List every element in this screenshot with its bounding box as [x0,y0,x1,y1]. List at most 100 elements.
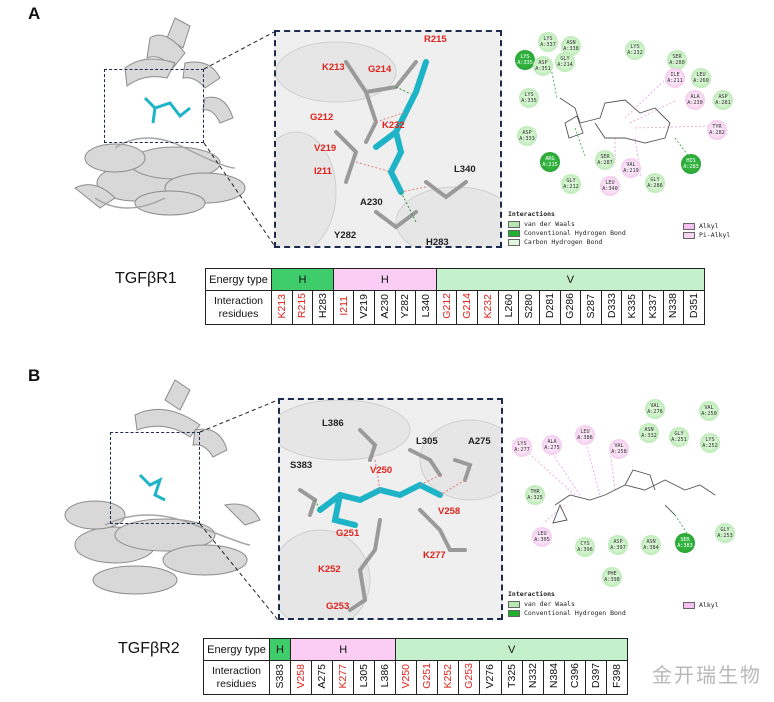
residue-cell: D397 [584,660,607,695]
residue-cell: K252 [437,660,460,695]
panel-b-label: B [28,366,41,385]
energy-type-header: Energy type [205,268,272,291]
legend-swatch [508,238,520,246]
residue-cell: G286 [559,290,582,325]
receptor-label-b: TGFβR2 [118,640,180,657]
residue-cell: V219 [353,290,376,325]
protein-structure-b [64,379,261,595]
residue-label: V219 [314,143,337,154]
ligand-structure-b [524,439,716,534]
residue-label: K252 [318,564,341,575]
residue-cell: G212 [435,290,458,325]
legend-a: Interactions van der Waals Conventional … [508,210,626,247]
residue-cell: L305 [353,660,376,695]
residue-cell: L386 [374,660,397,695]
residue-label: Y282 [334,230,357,241]
residue-cell: V258 [290,660,313,695]
zoom-indicator-b [110,432,200,524]
watermark-text: 金开瑞生物 [652,663,762,687]
residue-label: H283 [426,237,449,248]
legend-b: Interactions van der Waals Conventional … [508,590,626,618]
residue-cell: D333 [600,290,623,325]
residue-cell: L340 [415,290,437,325]
energy-group-header: V [395,638,628,661]
residue-label: K213 [322,62,345,73]
residue-cell: T325 [500,660,523,695]
receptor-label-a: TGFβR1 [115,270,177,287]
residue-cell: C396 [563,660,586,695]
residue-cell: N338 [662,290,685,325]
zoom-indicator-a [104,69,204,143]
residue-label: R215 [424,34,447,45]
legend-title: Interactions [508,590,555,598]
legend-item: van der Waals [508,220,626,228]
binding-site-a [276,41,500,246]
residue-label: L386 [322,418,344,429]
residue-label: G253 [326,601,350,612]
residue-cell: D281 [538,290,561,325]
residue-cell: N332 [521,660,544,695]
ligand-structure-a [550,67,711,179]
legend-item: Alkyl [683,222,730,230]
legend-item: Pi-Alkyl [683,231,730,239]
residue-cell: L260 [497,290,520,325]
energy-group-header: V [435,268,706,291]
residue-label: A230 [360,197,383,208]
residue-cell: K337 [641,290,664,325]
residue-cell: S280 [518,290,540,325]
residue-cell: V276 [479,660,502,695]
binding-site-b [280,400,501,618]
legend-title: Interactions [508,210,555,218]
energy-group-header: H [290,638,397,661]
residue-label: I211 [314,166,332,177]
residue-cell: I211 [332,290,355,325]
zoom-connector-b [199,399,279,621]
legend-swatch [683,222,695,230]
energy-group-header: H [268,638,292,661]
residue-cell: K335 [621,290,643,325]
legend-item: Alkyl [683,601,719,609]
legend-item: Conventional Hydrogen Bond [508,609,626,617]
residue-cell: K232 [477,290,499,325]
residue-cell: G214 [456,290,479,325]
legend-item: van der Waals [508,600,626,608]
legend-swatch [683,601,695,609]
residue-cell: G251 [416,660,439,695]
legend-swatch [508,600,520,608]
residue-label: L340 [454,164,476,175]
zoom-panel-a: R215 K213 G214 G212 K232 V219 I211 L340 … [274,30,502,248]
residue-label: L305 [416,436,438,447]
legend-swatch [508,609,520,617]
residue-cell: A275 [311,660,334,695]
residue-cell: Y282 [394,290,417,325]
legend-b-right: Alkyl [683,601,719,610]
residue-cell: V250 [395,660,418,695]
energy-type-header: Energy type [203,638,270,661]
